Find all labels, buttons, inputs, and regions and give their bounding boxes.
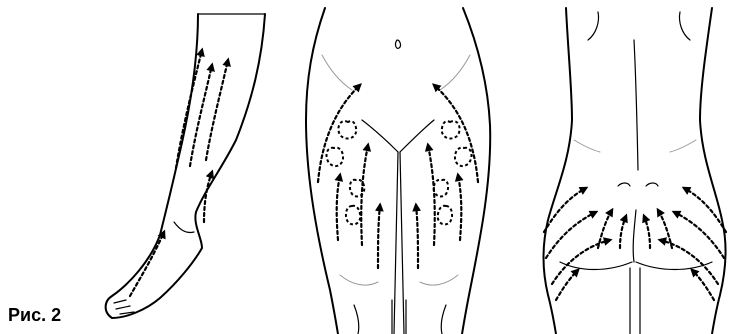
navel [396,40,401,48]
lymph-node-right-2 [455,148,472,166]
leg-arrow-5 [204,172,212,222]
lymph-node-left-2 [327,148,344,166]
back-arrow-right-2 [674,212,724,258]
front-arrow-right-3 [416,205,418,268]
leg-side-view [106,14,265,318]
front-arrow-right-2 [428,145,435,245]
back-arrow-right-6 [644,216,650,248]
back-arrow-left-2 [546,212,596,258]
knee-line [174,222,194,233]
knee-right [420,275,458,285]
back-left-contour [544,8,573,334]
lymph-node-right-4 [438,206,452,225]
hip-crease-left [322,55,352,90]
knee-inner-lines [354,300,446,334]
front-arrow-right-1 [458,175,461,240]
lymph-node-left-4 [346,206,360,225]
back-arrow-left-6 [620,216,626,248]
front-arrow-left-2 [361,145,368,245]
leg-arrow-4 [130,232,164,296]
waist-crease-right [670,140,696,152]
knee-left [340,275,378,285]
inner-thigh-left [394,152,398,334]
back-view [544,8,727,334]
front-arrow-left-3 [378,205,380,268]
waist-crease-left [574,140,600,152]
gluteal-fold-left [560,262,632,270]
lymph-node-right-3 [434,180,448,197]
leg-outline-front [112,14,265,318]
front-arrow-right-top [434,85,478,182]
inner-thigh-right [400,152,404,334]
figure-caption: Рис. 2 [8,305,61,325]
toe-lines [114,300,134,314]
shoulder-blade-right [679,12,690,40]
lymph-node-right-1 [442,121,460,138]
back-arrow-right-3 [660,240,718,284]
sacrum-marks [618,183,658,186]
front-left-contour [306,8,338,334]
spine-line [634,40,638,170]
front-arrow-left-1 [337,175,340,240]
lymph-node-left-1 [338,121,356,138]
inner-leg-lines [630,268,640,334]
gluteal-cleft [633,210,636,262]
hips-front-view [306,8,490,334]
hip-crease-right [440,55,470,90]
shoulder-blade-left [588,12,599,40]
